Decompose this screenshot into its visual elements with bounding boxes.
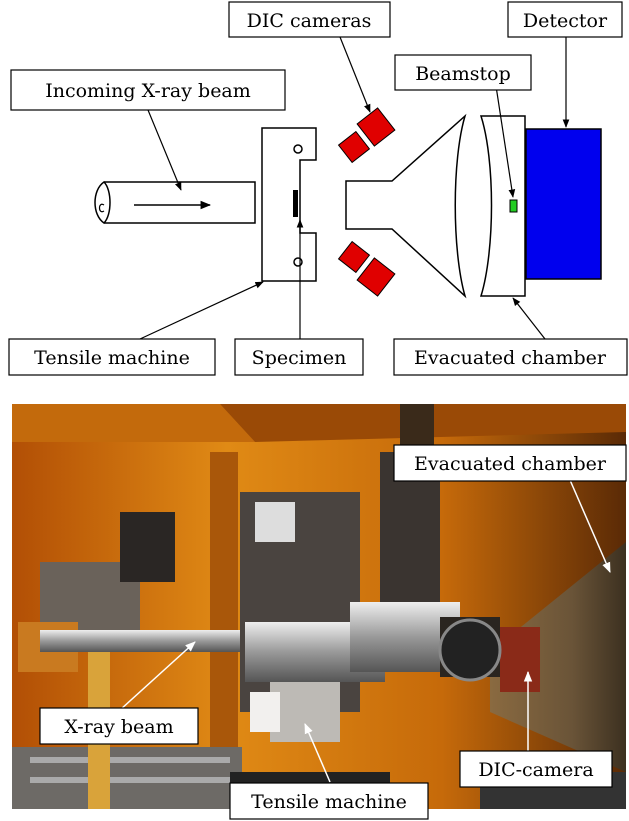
svg-text:DIC cameras: DIC cameras bbox=[247, 10, 372, 32]
detector-shape bbox=[525, 128, 602, 280]
label-tensile-machine: Tensile machine bbox=[8, 338, 216, 376]
beamstop-shape bbox=[509, 199, 518, 213]
label-evacuated-chamber: Evacuated chamber bbox=[393, 338, 628, 376]
svg-text:Evacuated chamber: Evacuated chamber bbox=[414, 347, 607, 369]
photo-label-evacuated-chamber: Evacuated chamber bbox=[393, 444, 627, 482]
label-specimen: Specimen bbox=[234, 338, 364, 376]
photo-label-dic-camera: DIC-camera bbox=[459, 750, 613, 788]
tensile-machine-shape bbox=[261, 127, 317, 282]
photo-label-tensile-machine: Tensile machine bbox=[229, 782, 429, 820]
svg-text:Incoming X-ray beam: Incoming X-ray beam bbox=[45, 80, 251, 102]
photo-label-xray-beam: X-ray beam bbox=[39, 707, 199, 745]
evacuated-chamber-shape bbox=[345, 113, 526, 299]
photo-leader-lines bbox=[119, 479, 611, 783]
label-beamstop: Beamstop bbox=[394, 54, 532, 91]
setup-photo: Evacuated chamber X-ray beam DIC-camera … bbox=[12, 404, 627, 820]
specimen-shape bbox=[293, 190, 298, 217]
svg-text:Tensile machine: Tensile machine bbox=[251, 791, 407, 813]
svg-text:Specimen: Specimen bbox=[252, 347, 347, 369]
svg-text:Beamstop: Beamstop bbox=[415, 63, 511, 85]
leader-lines bbox=[139, 36, 570, 340]
svg-text:Tensile machine: Tensile machine bbox=[34, 347, 190, 369]
svg-text:Evacuated chamber: Evacuated chamber bbox=[414, 453, 607, 475]
svg-text:Detector: Detector bbox=[523, 10, 608, 32]
label-detector: Detector bbox=[507, 1, 623, 38]
label-incoming-beam: Incoming X-ray beam bbox=[10, 69, 286, 111]
beam-pipe bbox=[94, 181, 256, 224]
svg-text:X-ray beam: X-ray beam bbox=[64, 716, 173, 738]
setup-schematic: Incoming X-ray beam DIC cameras Detector… bbox=[8, 1, 628, 376]
svg-text:DIC-camera: DIC-camera bbox=[478, 759, 593, 781]
label-dic-cameras: DIC cameras bbox=[228, 1, 391, 38]
dic-cameras-shape bbox=[337, 107, 396, 297]
